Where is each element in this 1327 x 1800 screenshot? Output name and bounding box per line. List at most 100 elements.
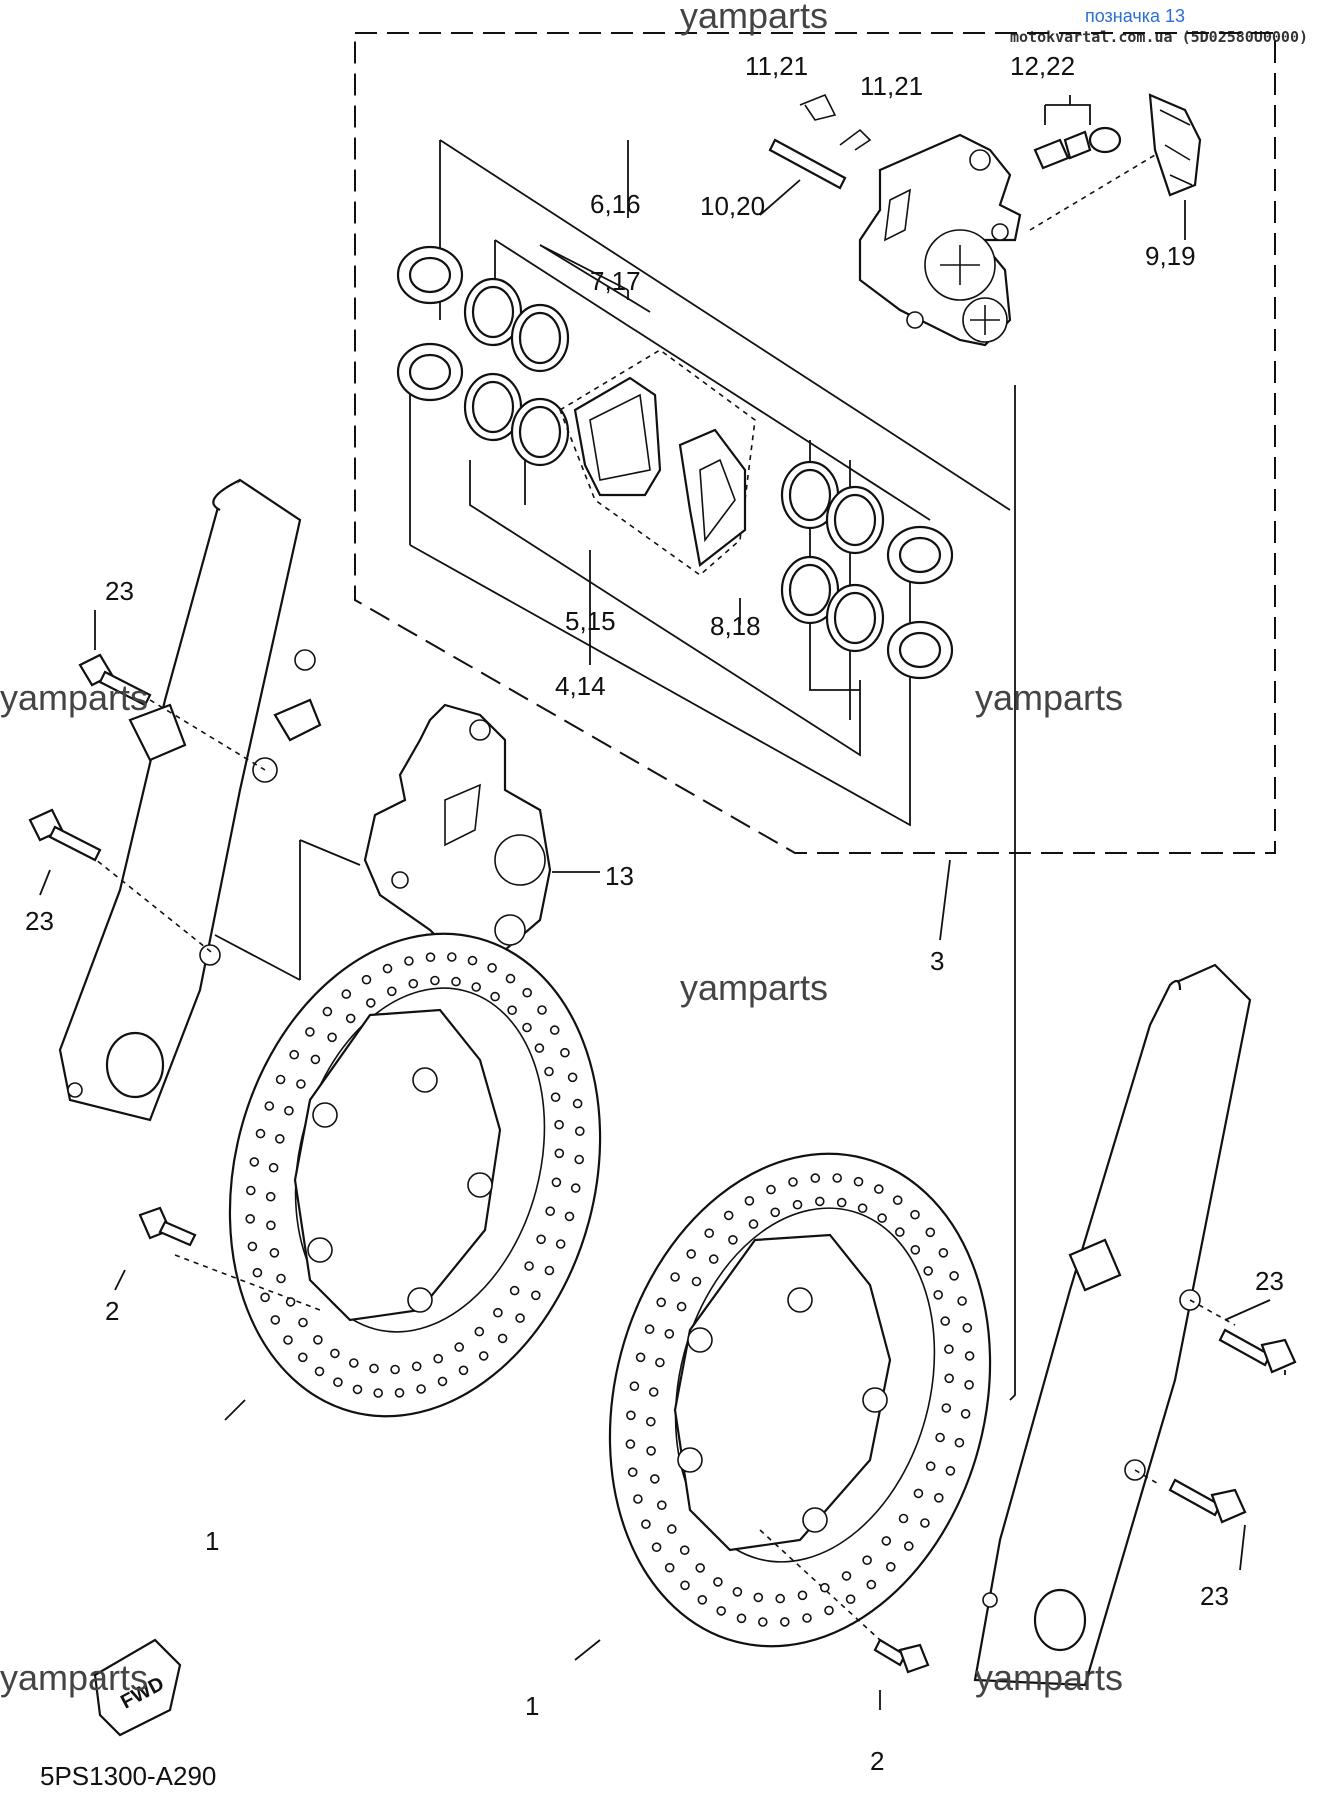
disc-vent-hole [933, 1493, 944, 1503]
disc-vent-hole [873, 1184, 884, 1194]
disc-vent-hole [898, 1513, 909, 1524]
disc-vent-hole [567, 1072, 578, 1083]
disc-vent-hole [284, 1105, 294, 1116]
disc-vent-hole [836, 1197, 847, 1208]
disc-vent-hole [819, 1582, 830, 1593]
disc-vent-hole [877, 1213, 887, 1223]
disc-vent-hole [664, 1329, 675, 1339]
disc-vent-hole [938, 1248, 949, 1258]
brake-disc-right [608, 1152, 992, 1648]
bleed-screw [1033, 95, 1122, 170]
disc-vent-hole [493, 1307, 503, 1318]
callout-10-20: 10,20 [700, 191, 765, 221]
disc-vent-hole [770, 1207, 781, 1218]
watermark-right-mid: yamparts [975, 677, 1123, 718]
disc-vent-hole [522, 1022, 532, 1033]
disc-vent-hole [680, 1580, 690, 1591]
disc-vent-hole [314, 1366, 325, 1377]
bolts-left [28, 653, 152, 862]
pistons-left [396, 245, 570, 467]
disc-vent-hole [487, 962, 497, 973]
disc-vent-hole [676, 1301, 687, 1312]
disc-vent-hole [550, 1092, 561, 1102]
disc-vent-hole [390, 1364, 400, 1375]
disc-vent-hole [454, 1342, 465, 1352]
disc-vent-hole [386, 986, 397, 997]
disc-vent-hole [296, 1079, 306, 1089]
disc-vent-hole [788, 1177, 798, 1187]
callout-13: 13 [605, 861, 634, 891]
disc-vent-hole [270, 1315, 281, 1325]
disc-vent-hole [910, 1245, 921, 1255]
disc-vent-hole [797, 1590, 808, 1601]
disc-vent-hole [446, 952, 457, 962]
disc-vent-hole [964, 1380, 974, 1390]
header-link[interactable]: позначка 13 [1085, 6, 1185, 26]
disc-vent-hole [298, 1317, 308, 1328]
disc-vent-hole [713, 1577, 723, 1587]
disc-vent-hole [627, 1467, 638, 1477]
disc-vent-hole [779, 1617, 790, 1627]
disc-vent-hole [841, 1571, 852, 1581]
disc-vent-hole [940, 1316, 951, 1326]
disc-vent-hole [695, 1563, 706, 1573]
disc-vent-hole [910, 1209, 920, 1220]
disc-vent-hole [264, 1101, 275, 1111]
caliper-body-exploded [858, 133, 1022, 347]
pad-pin-and-clips [759, 93, 872, 216]
callout-11-21-b: 11,21 [860, 71, 923, 101]
disc-vent-hole [644, 1324, 655, 1334]
callout-2-a: 2 [105, 1296, 119, 1326]
disc-vent-hole [505, 973, 516, 984]
disc-vent-hole [252, 1267, 263, 1278]
pistons-right [780, 460, 954, 680]
disc-vent-hole [276, 1273, 286, 1284]
disc-vent-hole [327, 1032, 337, 1043]
disc-vent-hole [732, 1587, 743, 1597]
disc-vent-hole [490, 991, 500, 1002]
disc-vent-hole [766, 1184, 776, 1195]
disc-vent-hole [862, 1555, 872, 1565]
fwd-arrow-icon: FWD [93, 1638, 182, 1737]
disc-vent-hole [655, 1357, 665, 1368]
disc-vent-hole [404, 956, 414, 966]
callout-1-b: 1 [525, 1691, 539, 1721]
disc-vent-hole [824, 1605, 834, 1616]
leader-lines [39, 200, 1286, 1710]
disc-vent-hole [352, 1384, 363, 1395]
disc-vent-hole [437, 1376, 448, 1387]
disc-vent-hole [274, 1134, 285, 1144]
disc-vent-hole [467, 955, 478, 966]
disc-vent-hole [416, 1384, 426, 1394]
disc-vent-hole [944, 1373, 955, 1384]
disc-vent-hole [394, 1388, 405, 1398]
brake-pads [559, 349, 756, 577]
disc-vent-hole [411, 1361, 422, 1372]
fork-leg-right [973, 963, 1252, 1687]
disc-vent-hole [935, 1432, 945, 1443]
disc-vent-hole [425, 952, 436, 963]
disc-vent-hole [641, 1519, 651, 1529]
disc-vent-hole [544, 1265, 555, 1276]
disc-vent-hole [478, 1351, 489, 1361]
disc-vent-hole [629, 1381, 640, 1391]
disc-vent-hole [649, 1474, 660, 1484]
disc-vent-hole [560, 1047, 570, 1058]
disc-vent-hole [554, 1119, 564, 1130]
disc-vent-hole [633, 1494, 643, 1504]
disc-vent-hole [679, 1545, 690, 1555]
disc-vent-hole [247, 1241, 258, 1252]
disc-vent-hole [866, 1579, 877, 1590]
disc-vent-hole [670, 1272, 680, 1282]
disc-vent-hole [656, 1500, 667, 1510]
disc-vent-hole [626, 1410, 636, 1421]
disc-vent-hole [885, 1562, 896, 1572]
disc-vent-hole [497, 1333, 508, 1344]
disc-vent-hole [269, 1248, 280, 1258]
callout-4-14: 4,14 [555, 671, 606, 701]
callout-9-19: 9,19 [1145, 241, 1196, 271]
disc-vent-hole [933, 1290, 944, 1300]
disc-vent-hole [471, 982, 482, 992]
disc-vent-hole [330, 1348, 340, 1359]
